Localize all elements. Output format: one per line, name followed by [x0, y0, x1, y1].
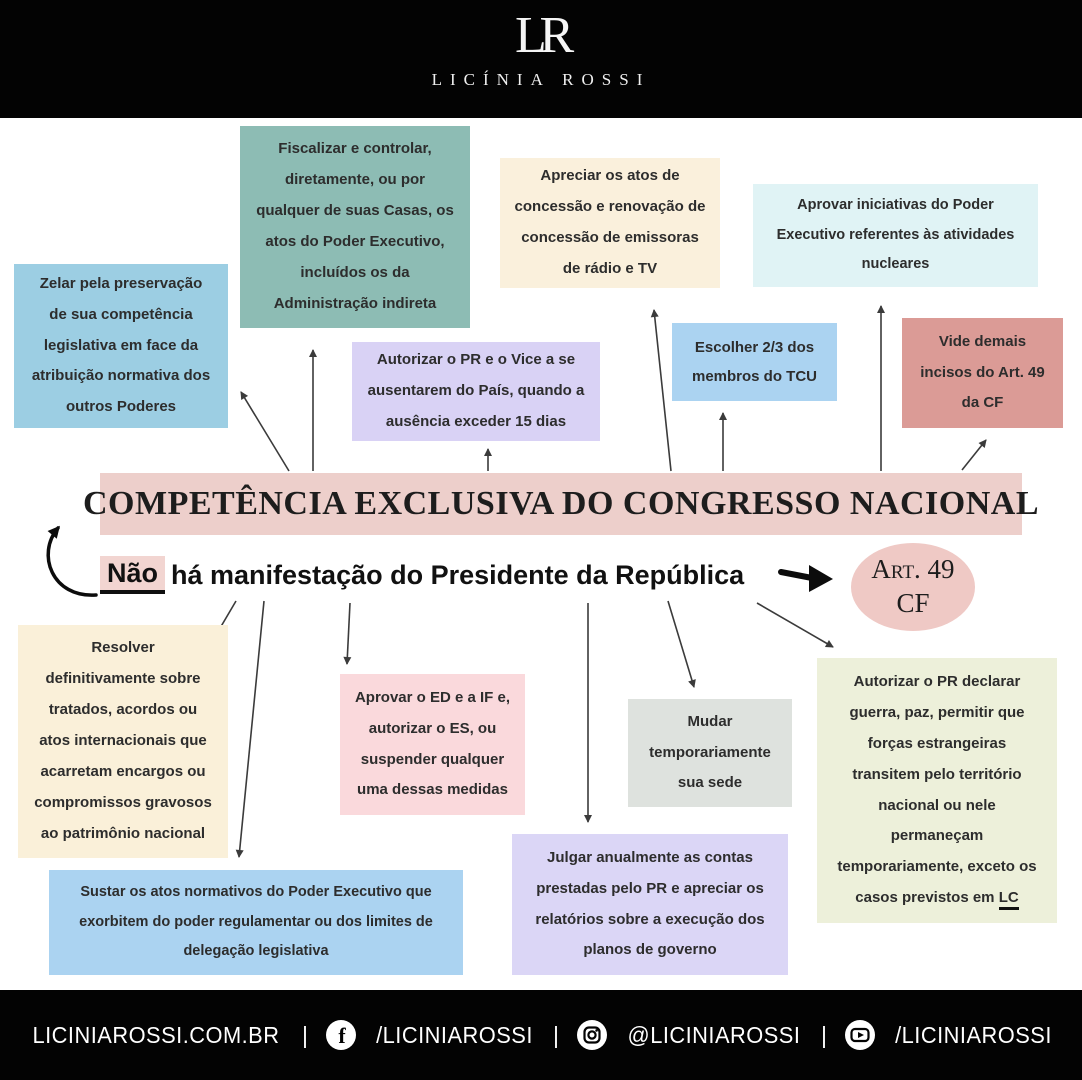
box-text: Zelar pela preservação de sua competênci…: [31, 274, 211, 416]
nao-highlight: Não: [100, 556, 166, 594]
box-vide-incisos: Vide demais incisos do Art. 49 da CF: [902, 318, 1063, 428]
box-text: Mudar temporariamente sua sede: [649, 712, 771, 792]
box-aprovar-ed-if-es: Aprovar o ED e a IF e, autorizar o ES, o…: [340, 674, 525, 815]
separator: |: [820, 1021, 827, 1048]
right-arrow-icon: [778, 565, 833, 592]
box-membros-tcu: Escolher 2/3 dos membros do TCU: [672, 323, 837, 401]
box-text: Autorizar o PR e o Vice a se ausentarem …: [367, 351, 585, 430]
box-text: Escolher 2/3 dos membros do TCU: [691, 338, 817, 385]
youtube-icon: [844, 1020, 875, 1050]
underlined-lc: LC: [998, 889, 1019, 911]
separator: |: [553, 1021, 559, 1048]
box-text: Sustar os atos normativos do Poder Execu…: [79, 883, 433, 960]
box-autorizar-guerra: Autorizar o PR declarar guerra, paz, per…: [817, 658, 1057, 923]
box-text: Aprovar o ED e a IF e, autorizar o ES, o…: [354, 688, 511, 799]
curved-arrow: [46, 525, 98, 597]
box-text: Apreciar os atos de concessão e renovaçã…: [514, 167, 706, 277]
badge-line1: Art. 49: [871, 554, 955, 585]
facebook-icon: f: [326, 1020, 357, 1050]
box-text: Resolver definitivamente sobre tratados,…: [34, 639, 212, 842]
main-title-banner: COMPETÊNCIA EXCLUSIVA DO CONGRESSO NACIO…: [83, 473, 1039, 535]
art-49-badge: Art. 49 CF: [851, 543, 975, 631]
box-julgar-contas: Julgar anualmente as contas prestadas pe…: [512, 834, 788, 975]
box-mudar-sede: Mudar temporariamente sua sede: [628, 699, 792, 807]
lr-logo: LR: [515, 7, 574, 64]
box-ausentar-pais: Autorizar o PR e o Vice a se ausentarem …: [352, 342, 600, 441]
box-atividades-nucleares: Aprovar iniciativas do Poder Executivo r…: [753, 184, 1038, 287]
box-text: Aprovar iniciativas do Poder Executivo r…: [776, 196, 1015, 273]
box-resolver-tratados: Resolver definitivamente sobre tratados,…: [18, 625, 228, 858]
svg-text:f: f: [338, 1023, 346, 1048]
header-bar: LR LICÍNIA ROSSI: [0, 0, 1082, 118]
box-zelar-competencia: Zelar pela preservação de sua competênci…: [14, 264, 228, 428]
box-apreciar-radio-tv: Apreciar os atos de concessão e renovaçã…: [500, 158, 720, 288]
instagram-handle: @LICINIAROSSI: [627, 1021, 801, 1048]
box-text: Autorizar o PR declarar guerra, paz, per…: [837, 667, 1037, 914]
footer-bar: LICINIAROSSI.COM.BR | f /LICINIAROSSI | …: [0, 990, 1082, 1080]
instagram-icon: [577, 1020, 607, 1050]
box-fiscalizar-controlar: Fiscalizar e controlar, diretamente, ou …: [240, 126, 470, 328]
box-text: Fiscalizar e controlar, diretamente, ou …: [256, 140, 454, 312]
facebook-handle: /LICINIAROSSI: [376, 1021, 533, 1048]
box-sustar-atos: Sustar os atos normativos do Poder Execu…: [49, 870, 463, 975]
box-text: Julgar anualmente as contas prestadas pe…: [535, 848, 765, 959]
website-text: LICINIAROSSI.COM.BR: [32, 1021, 280, 1048]
subtitle-text: há manifestação do Presidente da Repúbli…: [171, 559, 745, 590]
box-text: Vide demais incisos do Art. 49 da CF: [920, 332, 1045, 412]
separator: |: [302, 1021, 309, 1048]
subtitle-line: Não há manifestação do Presidente da Rep…: [100, 552, 744, 598]
badge-line2: CF: [896, 588, 930, 618]
brand-name: LICÍNIA ROSSI: [431, 70, 651, 89]
youtube-handle: /LICINIAROSSI: [895, 1021, 1052, 1048]
